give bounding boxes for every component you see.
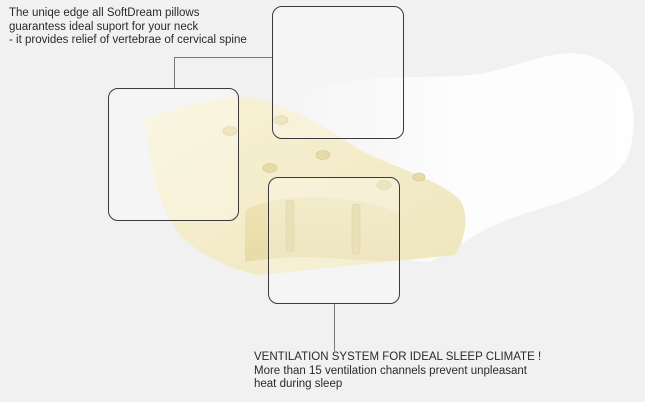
callout-box-top [272,6,404,139]
ventilation-line-1: VENTILATION SYSTEM FOR IDEAL SLEEP CLIMA… [254,351,542,363]
edge-support-line-1: The uniqe edge all SoftDream pillows [9,7,200,19]
edge-support-note: The uniqe edge all SoftDream pillows gua… [9,7,247,48]
ventilation-holes [222,115,426,190]
callout-box-left [108,88,239,221]
ventilation-line-2: More than 15 ventilation channels preven… [254,364,527,377]
leader-line-top [174,57,272,58]
ventilation-note: VENTILATION SYSTEM FOR IDEAL SLEEP CLIMA… [254,351,541,392]
edge-support-line-2: guarantess ideal suport for your neck [9,20,199,33]
callout-box-ventilation [268,177,400,304]
leader-line-bottom [334,304,335,351]
ventilation-channels [285,199,361,255]
pillow-foam-section [245,196,400,262]
edge-support-line-3: - it provides relief of vertebrae of cer… [9,34,247,46]
leader-line-top-vertical [174,57,175,88]
ventilation-line-3: heat during sleep [254,378,343,390]
